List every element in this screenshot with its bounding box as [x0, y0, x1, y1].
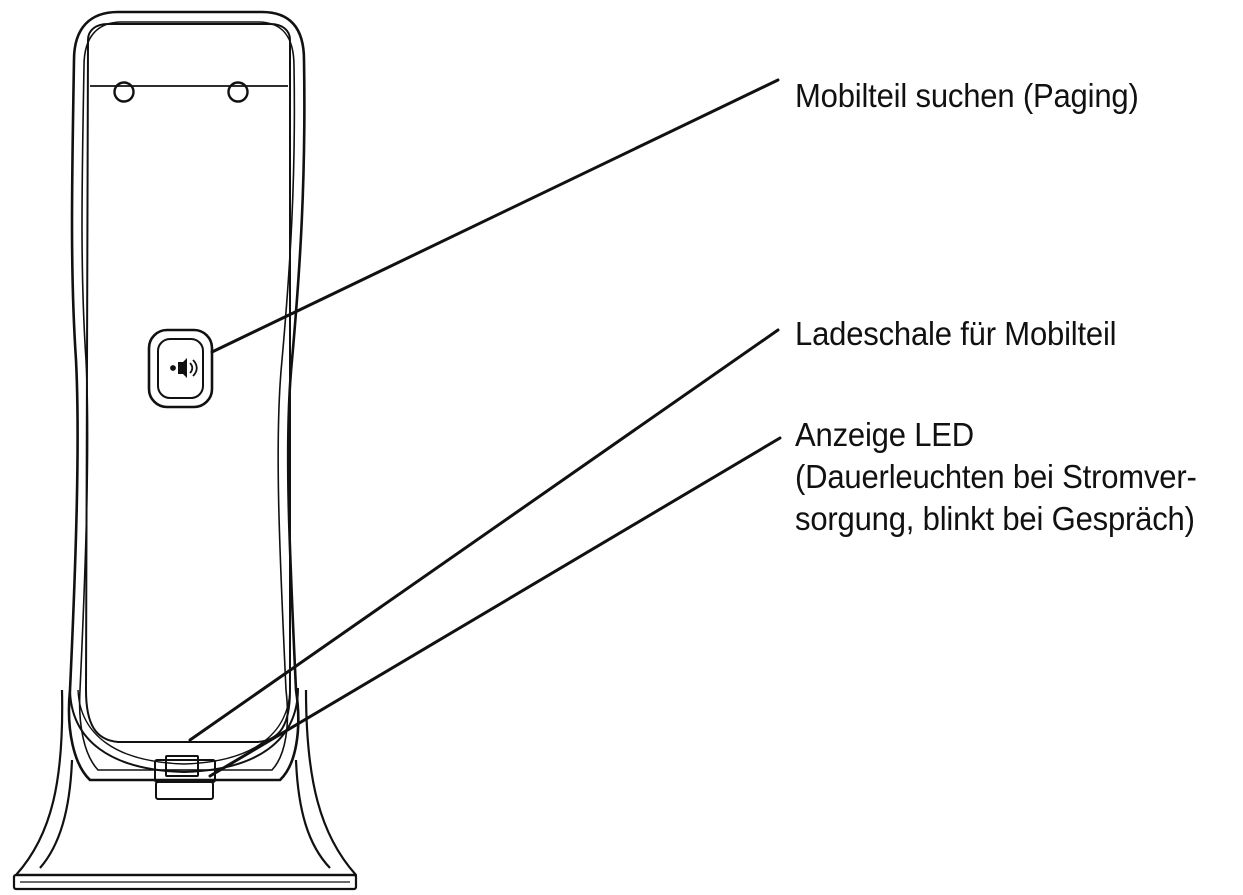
leader-lines	[188, 78, 782, 778]
callout-led-title: Anzeige LED	[795, 416, 974, 453]
charging-contacts	[154, 755, 216, 800]
speaker-icon	[170, 358, 198, 378]
base-body	[67, 10, 306, 782]
paging-button[interactable]	[147, 328, 214, 409]
leader-paging	[210, 78, 780, 354]
leader-led	[208, 436, 782, 778]
base-stand	[12, 689, 358, 891]
leader-cradle	[188, 328, 780, 742]
callout-led-line1: (Dauerleuchten bei Stromver-	[795, 458, 1197, 495]
callout-cradle: Ladeschale für Mobilteil	[795, 315, 1117, 352]
callout-led-line2: sorgung, blinkt bei Gespräch)	[795, 500, 1195, 537]
callout-paging: Mobilteil suchen (Paging)	[795, 77, 1139, 114]
